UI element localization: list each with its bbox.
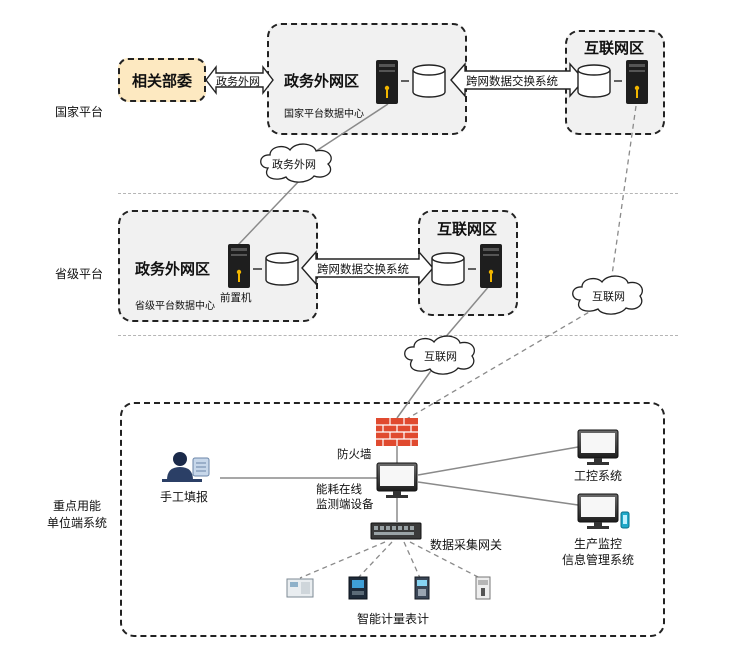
front-machine-label: 前置机 — [220, 292, 252, 304]
server-icon — [626, 60, 648, 104]
line-cloud-to-firewall — [396, 367, 434, 419]
phone-icon — [620, 511, 630, 529]
cloud-icon — [404, 335, 475, 375]
level-label-provincial: 省级平台 — [55, 267, 104, 281]
provincial-internet-zone-title: 互联网区 — [437, 220, 498, 238]
monitor-device-icon — [376, 462, 418, 498]
database-icon — [412, 64, 446, 98]
cloud-icon — [572, 275, 643, 315]
line-national-to-cloud — [309, 103, 389, 156]
national-exchange-label: 跨网数据交换系统 — [466, 74, 558, 88]
line-gateway-meter-2 — [357, 541, 393, 579]
monitor-device-label: 能耗在线 监测端设备 — [316, 482, 374, 511]
server-icon — [480, 244, 502, 288]
gateway-label: 数据采集网关 — [430, 538, 503, 552]
meter-icon-2 — [348, 576, 368, 600]
provincial-gov-zone-subtitle: 省级平台数据中心 — [135, 301, 215, 312]
cloud-internet-right-label: 互联网 — [592, 290, 625, 303]
line-gateway-meter-3 — [403, 541, 421, 579]
cloud-icon — [260, 143, 332, 183]
double-arrow-gov-link — [205, 64, 274, 96]
firewall-icon — [376, 418, 418, 446]
separator-provincial — [118, 335, 678, 336]
related-dept-box: 相关部委 — [118, 58, 206, 102]
server-icon — [376, 60, 398, 104]
line-device-to-control — [417, 446, 579, 476]
gov-link-label: 政务外网 — [216, 75, 260, 88]
dashed-lines — [299, 105, 637, 579]
national-internet-zone-title: 互联网区 — [584, 39, 645, 57]
production-monitor-label: 生产监控 信息管理系统 — [561, 537, 634, 567]
provincial-exchange-label: 跨网数据交换系统 — [317, 262, 409, 276]
person-at-desk-icon — [162, 452, 210, 482]
line-cloud-to-firewall-dashed — [404, 307, 597, 421]
database-icon — [265, 252, 299, 286]
manual-entry-label: 手工填报 — [160, 490, 209, 504]
cloud-gov-label: 政务外网 — [272, 158, 316, 171]
line-gateway-meter-1 — [299, 541, 386, 579]
line-cloud-to-provincial — [237, 179, 301, 246]
separator-national — [118, 193, 678, 194]
national-gov-zone-subtitle: 国家平台数据中心 — [284, 109, 364, 120]
line-device-to-production — [417, 481, 579, 506]
industrial-control-label: 工控系统 — [574, 469, 623, 483]
server-icon — [228, 244, 250, 288]
industrial-control-monitor-icon — [577, 429, 619, 465]
level-label-national: 国家平台 — [55, 105, 104, 119]
line-gateway-meter-4 — [409, 541, 481, 579]
line-prov-internet-to-cloud — [442, 284, 491, 341]
meter-icon-4 — [475, 576, 491, 600]
gateway-icon — [370, 522, 422, 540]
line-national-internet-to-cloud — [611, 105, 637, 276]
firewall-label: 防火墙 — [337, 447, 372, 461]
production-monitor-icon — [577, 493, 619, 529]
meters-label: 智能计量表计 — [357, 612, 430, 626]
connection-lines — [220, 103, 579, 522]
provincial-gov-zone-title: 政务外网区 — [135, 260, 211, 278]
meter-icon-1 — [286, 578, 314, 598]
dash-connectors — [253, 80, 622, 270]
database-icon — [577, 64, 611, 98]
meter-icon-3 — [414, 576, 430, 600]
national-gov-zone-title: 政务外网区 — [284, 72, 360, 90]
level-label-enterprise: 重点用能 单位端系统 — [46, 499, 107, 530]
cloud-internet-mid-label: 互联网 — [424, 350, 457, 363]
database-icon — [431, 252, 465, 286]
